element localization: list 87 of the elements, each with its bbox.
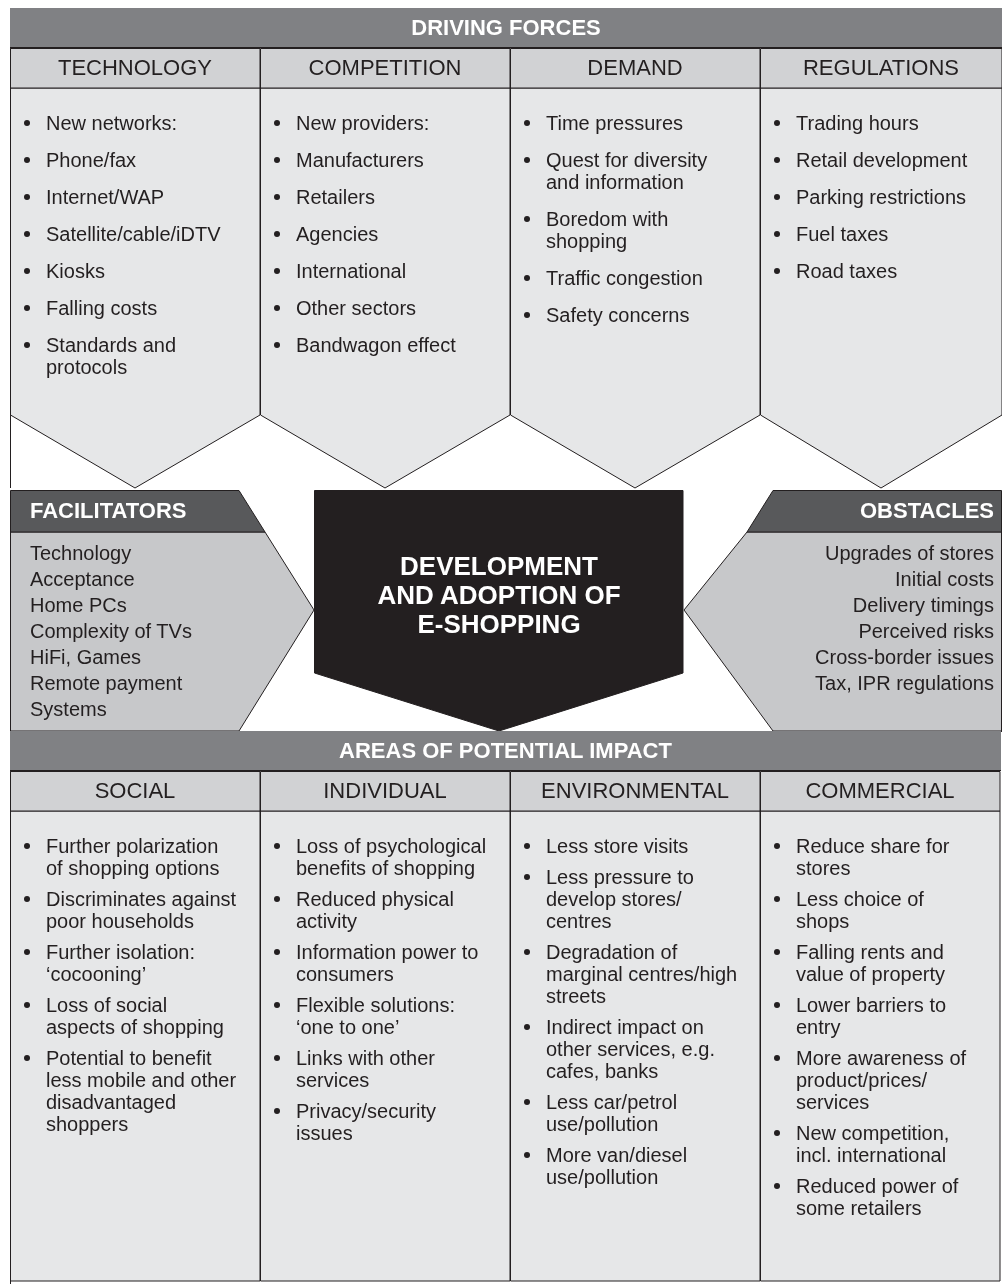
side-panel: [683, 490, 1002, 731]
bullet-item: Kiosks: [20, 260, 238, 282]
bullet-item: Falling costs: [20, 297, 238, 319]
column-panel: [10, 771, 260, 1281]
bullet-item: More awareness of product/prices/ services: [770, 1047, 978, 1113]
bullet-item: Safety concerns: [520, 304, 738, 326]
list-item: Complexity of TVs: [30, 619, 192, 644]
side-panel: [10, 490, 315, 731]
column-heading: TECHNOLOGY: [57, 54, 213, 82]
section-heading: OBSTACLES: [859, 497, 994, 525]
chevron-column: [10, 48, 260, 488]
bullet-item: Loss of psychological benefits of shopping: [270, 835, 488, 879]
bullet-item: Internet/WAP: [20, 186, 238, 208]
bullet-item: Degradation of marginal centres/high streets: [520, 941, 738, 1007]
bullet-item: Reduced power of some retailers: [770, 1175, 978, 1219]
bullet-item: Retail development: [770, 149, 980, 171]
bullet-item: Manufacturers: [270, 149, 488, 171]
list-item: Acceptance: [30, 567, 136, 592]
bullet-item: More van/diesel use/pollution: [520, 1144, 738, 1188]
bullet-item: New providers:: [270, 112, 488, 134]
bullet-item: Less car/petrol use/pollution: [520, 1091, 738, 1135]
bullet-item: Further polarization of shopping options: [20, 835, 238, 879]
column-heading: INDIVIDUAL: [322, 777, 448, 805]
bullet-item: Retailers: [270, 186, 488, 208]
column-panel: [760, 771, 1000, 1281]
bullet-item: International: [270, 260, 488, 282]
bullet-item: Links with other services: [270, 1047, 488, 1091]
section-heading: AREAS OF POTENTIAL IMPACT: [10, 731, 1001, 771]
column-heading: SOCIAL: [93, 777, 177, 805]
central-pentagon: [314, 490, 684, 731]
bullet-item: Discriminates against poor households: [20, 888, 238, 932]
bullet-item: Time pressures: [520, 112, 738, 134]
bullet-item: Other sectors: [270, 297, 488, 319]
list-item: Tax, IPR regulations: [815, 671, 994, 696]
bullet-item: Agencies: [270, 223, 488, 245]
bullet-item: Boredom with shopping: [520, 208, 738, 252]
panel: [10, 731, 1001, 1284]
bullet-item: Satellite/cable/iDTV: [20, 223, 238, 245]
list-item: Perceived risks: [857, 619, 994, 644]
bullet-item: Privacy/security issues: [270, 1100, 488, 1144]
list-item: Remote payment: [30, 671, 184, 696]
chevron-column: [260, 48, 510, 488]
bullet-item: Bandwagon effect: [270, 334, 488, 356]
central-title: DEVELOPMENT AND ADOPTION OF E-SHOPPING: [376, 552, 622, 639]
panel: [10, 8, 1002, 488]
column-panel: [260, 771, 510, 1281]
list-item: Upgrades of stores: [824, 541, 994, 566]
section-heading: FACILITATORS: [30, 497, 187, 525]
chevron-column: [760, 48, 1002, 488]
bullet-item: Indirect impact on other services, e.g. cafes, banks: [520, 1016, 738, 1082]
column-heading: DEMAND: [586, 54, 684, 82]
list-item: Home PCs: [30, 593, 128, 618]
bullet-item: Further isolation: ‘cocooning’: [20, 941, 238, 985]
bullet-item: Quest for diversity and information: [520, 149, 738, 193]
bullet-item: Road taxes: [770, 260, 980, 282]
list-item: Initial costs: [894, 567, 994, 592]
section-heading: DRIVING FORCES: [10, 8, 1002, 48]
column-panel: [510, 771, 760, 1281]
bullet-item: Traffic congestion: [520, 267, 738, 289]
bullet-item: Falling rents and value of property: [770, 941, 978, 985]
chevron-column: [510, 48, 760, 488]
list-item: Delivery timings: [851, 593, 994, 618]
bullet-item: Less store visits: [520, 835, 738, 857]
column-heading: COMMERCIAL: [804, 777, 956, 805]
bullet-item: Parking restrictions: [770, 186, 980, 208]
bullet-item: Fuel taxes: [770, 223, 980, 245]
bullet-item: Less pressure to develop stores/ centres: [520, 866, 738, 932]
list-item: Systems: [30, 697, 108, 722]
bullet-item: New competition, incl. international: [770, 1122, 978, 1166]
column-heading: COMPETITION: [307, 54, 463, 82]
bullet-item: New networks:: [20, 112, 238, 134]
bullet-item: Reduced physical activity: [270, 888, 488, 932]
bullet-item: Standards and protocols: [20, 334, 238, 378]
bullet-item: Trading hours: [770, 112, 980, 134]
list-item: Technology: [30, 541, 133, 566]
bullet-item: Less choice of shops: [770, 888, 978, 932]
column-heading: REGULATIONS: [801, 54, 961, 82]
list-item: Cross-border issues: [815, 645, 994, 670]
bullet-item: Flexible solutions: ‘one to one’: [270, 994, 488, 1038]
bullet-item: Information power to consumers: [270, 941, 488, 985]
bullet-item: Potential to benefit less mobile and other disadvantaged shoppers: [20, 1047, 238, 1135]
column-heading: ENVIRONMENTAL: [540, 777, 730, 805]
list-item: HiFi, Games: [30, 645, 143, 670]
bullet-item: Lower barriers to entry: [770, 994, 978, 1038]
bullet-item: Reduce share for stores: [770, 835, 978, 879]
bullet-item: Loss of social aspects of shopping: [20, 994, 238, 1038]
bullet-item: Phone/fax: [20, 149, 238, 171]
